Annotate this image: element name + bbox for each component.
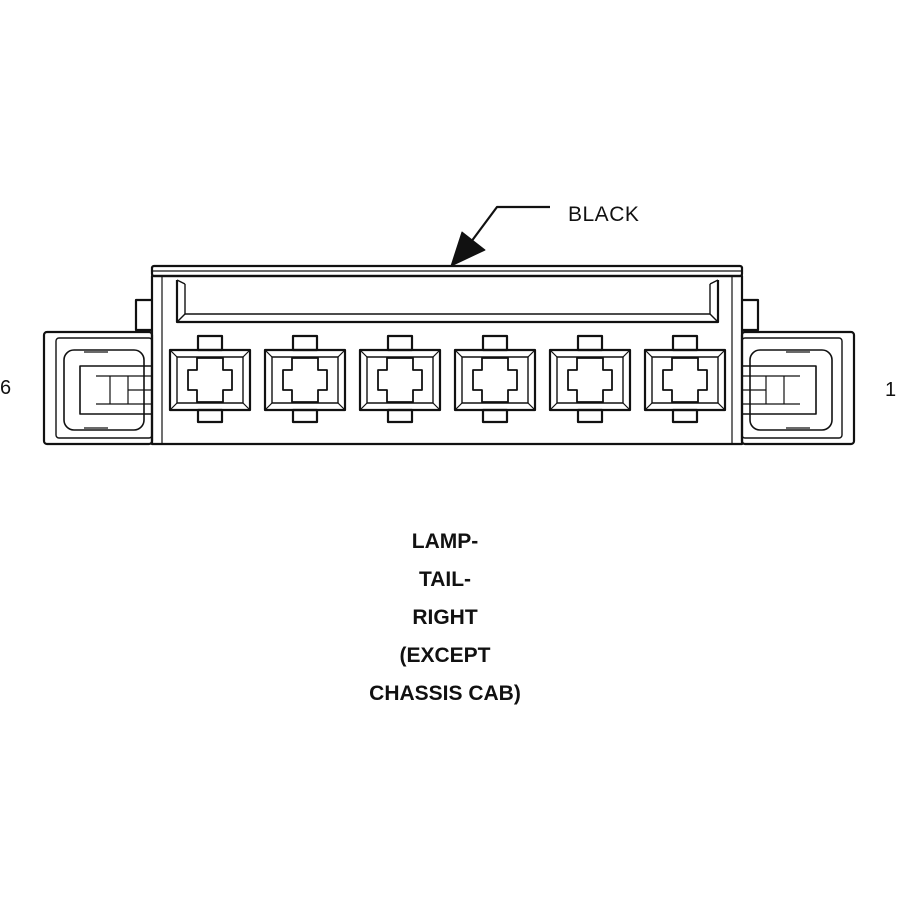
right-mounting-ear	[740, 330, 856, 446]
caption-line: LAMP-	[411, 530, 479, 553]
pin-number-left: 6	[0, 377, 12, 399]
connector-caption: LAMP- TAIL- RIGHT (EXCEPT CHASSIS CAB)	[300, 528, 590, 718]
pin-cavities	[168, 334, 727, 424]
left-mounting-ear	[42, 330, 154, 446]
pin-cavity	[548, 334, 632, 424]
wire-color-label: BLACK	[568, 203, 640, 226]
pin-cavity	[263, 334, 347, 424]
pin-number-right: 1	[885, 379, 897, 401]
caption-line: TAIL-	[418, 568, 472, 591]
pin-cavity	[358, 334, 442, 424]
leader-arrow	[450, 205, 550, 267]
pin-cavity	[453, 334, 537, 424]
connector-top-lip	[150, 264, 744, 278]
pin-cavity	[643, 334, 727, 424]
connector-housing	[134, 274, 760, 446]
caption-line: (EXCEPT	[399, 644, 491, 667]
caption-line: RIGHT	[412, 606, 478, 629]
pin-cavity	[168, 334, 252, 424]
caption-line: CHASSIS CAB)	[369, 682, 521, 705]
